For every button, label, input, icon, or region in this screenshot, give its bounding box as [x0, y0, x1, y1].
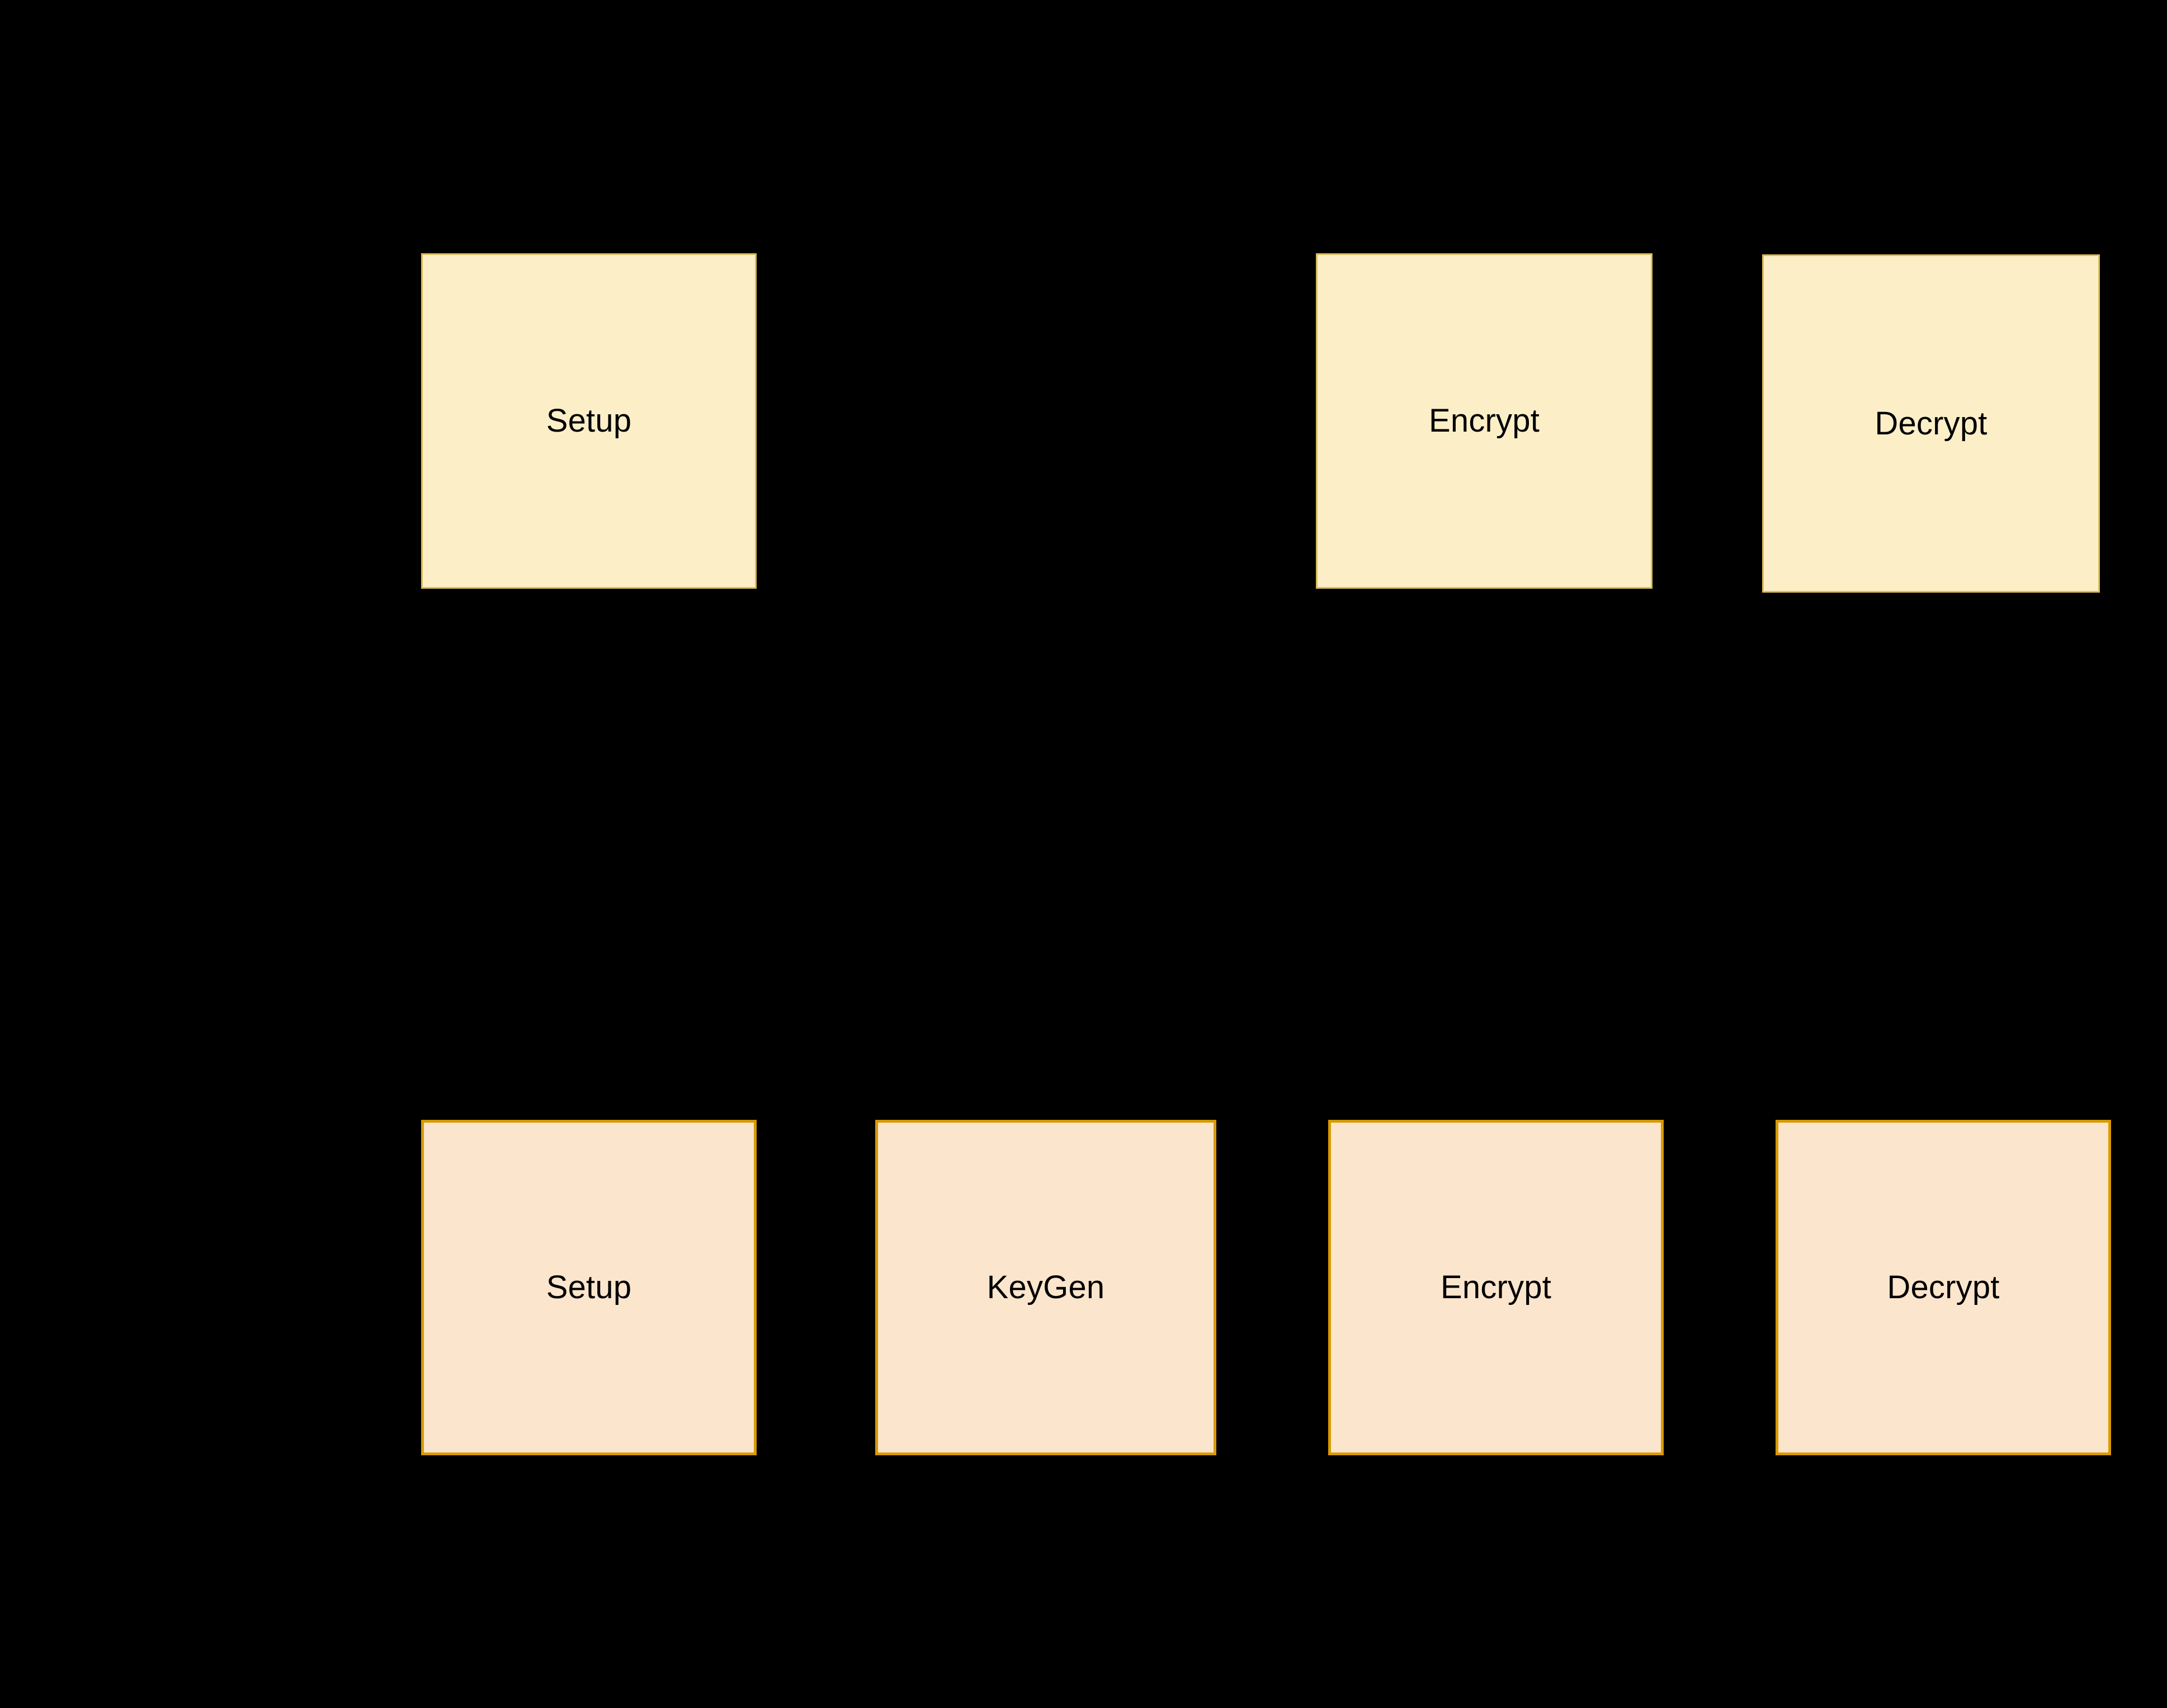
node-label: Setup [546, 1269, 632, 1306]
node-decrypt-row1[interactable]: Decrypt [1762, 254, 2100, 593]
node-keygen-row2[interactable]: KeyGen [875, 1120, 1216, 1455]
node-setup-row1[interactable]: Setup [421, 253, 757, 589]
node-decrypt-row2[interactable]: Decrypt [1776, 1120, 2111, 1455]
node-encrypt-row2[interactable]: Encrypt [1328, 1120, 1664, 1455]
node-setup-row2[interactable]: Setup [421, 1120, 757, 1455]
node-label: Encrypt [1428, 403, 1540, 439]
node-encrypt-row1[interactable]: Encrypt [1316, 253, 1653, 589]
node-label: Encrypt [1440, 1269, 1552, 1306]
node-label: KeyGen [986, 1269, 1105, 1306]
node-label: Setup [546, 403, 632, 439]
node-label: Decrypt [1887, 1269, 2000, 1306]
node-label: Decrypt [1875, 405, 1987, 442]
